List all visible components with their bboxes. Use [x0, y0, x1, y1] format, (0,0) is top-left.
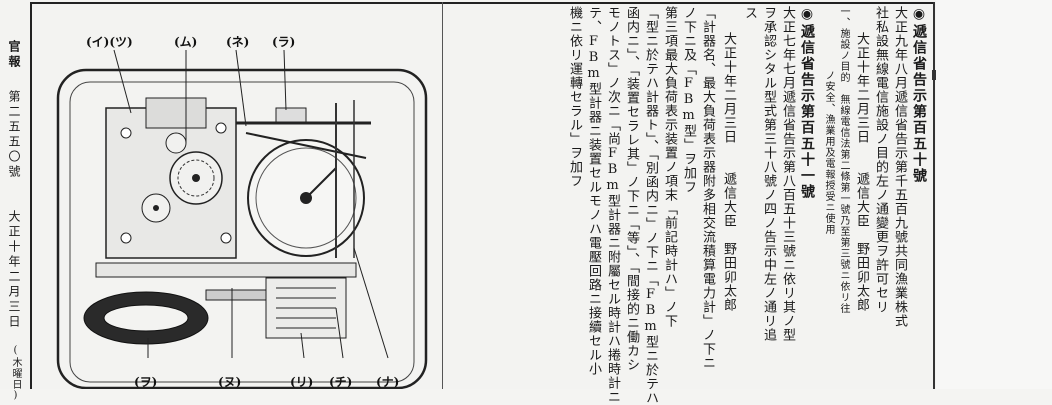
notice-151-line9: モノトス」ノ次ニ「尚FBm型計器ニ附屬セル時計ハ捲時計ニ — [605, 6, 620, 404]
column-rule — [442, 2, 443, 389]
issue-weekday: (木曜日) — [10, 345, 21, 402]
label-ne: (ネ) — [226, 35, 249, 49]
notice-151-line7: 「型ニ於テハ計器ト」、「別函内ニ」ノ下ニ「FBm型ニ於テハ — [643, 6, 658, 405]
notice-150-line5: ノ安全、漁業用及電報授受ニ使用 — [823, 70, 834, 235]
notice-150-line1: 大正九年八月遞信省告示第千五百九號共同漁業株式 — [892, 6, 907, 328]
notice-150-date-sign: 大正十年二月三日 遞信大臣 野田卯太郎 — [854, 32, 869, 312]
page-border-top — [30, 2, 935, 4]
mechanism-drawing: (イ)(ツ) (ム) (ネ) (ラ) (ヲ) (ヌ) (リ) (チ) (ナ) — [56, 35, 428, 390]
notice-151-line2: ヲ承認シタル型式第三十八號ノ四ノ告示中左ノ通リ追 — [761, 6, 776, 342]
label-na: (ナ) — [376, 375, 399, 389]
binding-mark — [932, 70, 936, 80]
notice-151-line8: 函内ニ」、「装置セラレ其」ノ下ニ「等」、「間接的ニ働カシ — [624, 6, 639, 372]
notice-151-line4: 「計器名、最大負荷表示器附多相交流積算電力計」ノ下ニ — [700, 6, 715, 370]
meter-mechanism-figure: (イ)(ツ) (ム) (ネ) (ラ) (ヲ) (ヌ) (リ) (チ) (ナ) — [36, 8, 436, 390]
issue-number: 第二五五〇號 — [7, 90, 21, 180]
label-wo: (ヲ) — [134, 375, 157, 389]
label-ra: (ラ) — [272, 35, 295, 49]
label-chi: (チ) — [329, 375, 352, 389]
notice-151-line1: 大正七年七月遞信省告示第八百五十三號ニ依リ其ノ型 — [780, 6, 795, 342]
page-border-left — [30, 2, 32, 389]
label-ri: (リ) — [290, 375, 313, 389]
page-border-right — [933, 2, 935, 389]
notice-151-line3: ス — [742, 6, 757, 20]
notice-151-line10: テ、FBm型計器ニ装置セルモノハ電壓回路ニ接續セル小 — [586, 6, 601, 376]
notice-150-title: ◉遞信省告示第百五十號 — [911, 6, 927, 184]
notice-151-line6: 第三項最大負荷表示装置ノ項末「前記時計ハ」ノ下 — [662, 6, 677, 328]
issue-date: 大正十年二月三日 — [7, 210, 21, 330]
notice-151-line11: 機ニ依リ運轉セラル」ヲ加フ — [567, 6, 582, 188]
label-mu: (ム) — [174, 35, 197, 49]
label-nu: (ヌ) — [218, 375, 241, 389]
gazette-name: 官報 — [7, 40, 21, 70]
notice-150-line4: 一、施設ノ目的 無線電信法第二條第一號乃至第三號ニ依リ往 — [838, 6, 849, 314]
blank-margin — [936, 0, 1052, 389]
label-i-tsu: (イ)(ツ) — [86, 35, 133, 49]
notice-151-line5: ノ下ニ及「FBm型」ヲ加フ — [681, 6, 696, 194]
notice-150-line2: 社私設無線電信施設ノ目的左ノ通變更ヲ許可セリ — [873, 6, 888, 314]
notice-151-title: ◉遞信省告示第百五十一號 — [799, 6, 815, 200]
notice-151-date-sign: 大正十年二月三日 遞信大臣 野田卯太郎 — [721, 32, 736, 312]
